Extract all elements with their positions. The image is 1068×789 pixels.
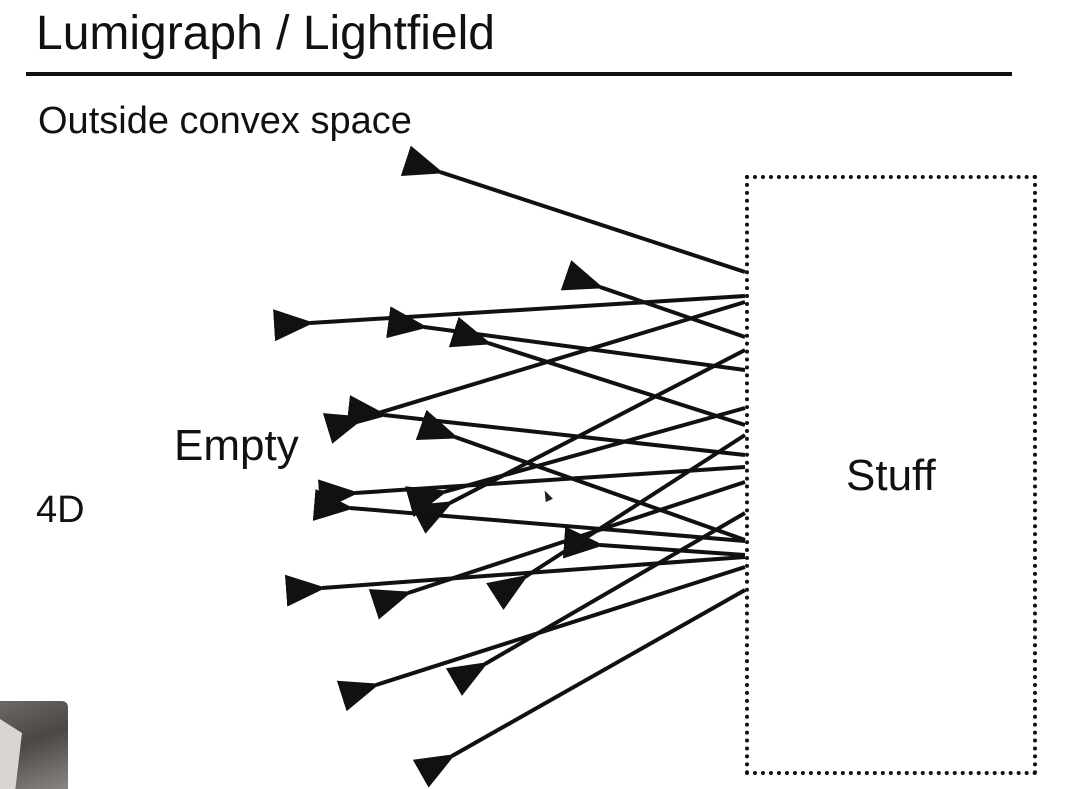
light-ray-arrow	[386, 306, 746, 372]
webcam-thumbnail	[0, 701, 68, 789]
light-ray-arrow	[445, 511, 747, 696]
light-ray-arrow	[562, 526, 746, 559]
light-ray-arrow	[322, 300, 746, 444]
title-underline	[26, 72, 1012, 76]
light-ray-arrow	[312, 489, 746, 543]
slide-subtitle: Outside convex space	[38, 100, 412, 142]
webcam-shadow	[0, 719, 22, 789]
ray-group	[273, 145, 747, 788]
light-ray-arrow	[415, 409, 746, 542]
light-ray-arrow	[560, 260, 746, 339]
slide-title: Lumigraph / Lightfield	[36, 7, 495, 60]
empty-space-label: Empty	[174, 421, 299, 470]
light-ray-arrow	[400, 145, 746, 274]
stuff-label: Stuff	[846, 451, 936, 500]
light-ray-arrow	[346, 395, 746, 457]
stuff-region-box	[745, 175, 1037, 775]
light-ray-arrow	[273, 294, 746, 342]
light-ray-arrow	[412, 588, 746, 788]
dimension-label: 4D	[36, 489, 85, 531]
light-ray-arrow	[405, 406, 746, 518]
light-ray-arrow	[448, 316, 746, 427]
light-ray-arrow	[336, 565, 746, 712]
light-ray-arrow	[486, 433, 747, 610]
